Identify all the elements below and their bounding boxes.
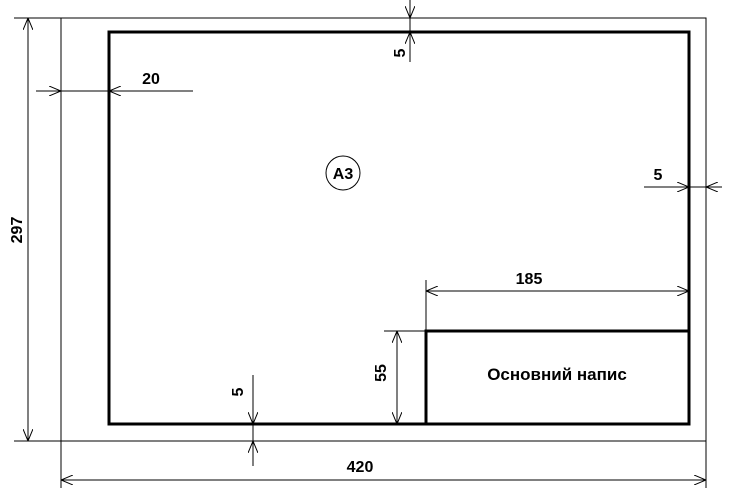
dimension-sheet-height-label: 297 [9,217,26,244]
dimension-right-margin-label: 5 [654,167,663,184]
dimension-top-margin-label: 5 [392,48,409,57]
sheet-outer-border [60,17,707,442]
dimension-title-block-height: 55 [373,330,426,424]
dimension-top-margin: 5 [392,0,410,62]
drawing-frame [107,30,691,426]
dimension-title-block-height-label: 55 [373,364,390,382]
dimension-bottom-margin-label: 5 [230,387,247,396]
format-circle [325,155,361,191]
dimension-left-margin: 20 [36,71,193,91]
dimension-sheet-width-label: 420 [347,459,374,476]
dimension-sheet-width: 420 [60,441,707,488]
dimension-bottom-margin: 5 [230,375,253,466]
title-block-label: Основний напис [487,365,627,384]
dimension-right-margin: 5 [644,167,722,187]
format-label: А3 [333,166,354,183]
dimension-left-margin-label: 20 [142,71,160,88]
dimension-title-block-width: 185 [425,271,689,331]
title-block [424,329,691,426]
dimension-sheet-height: 297 [9,17,61,442]
dimension-title-block-width-label: 185 [516,271,543,288]
